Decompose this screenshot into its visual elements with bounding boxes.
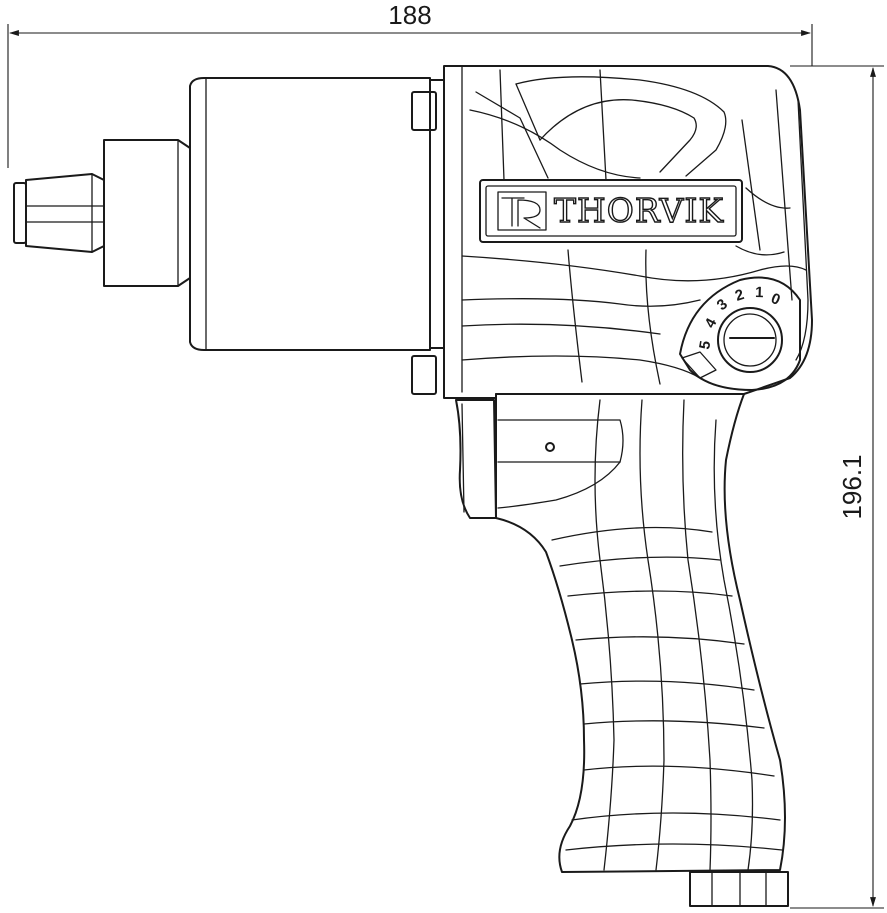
- regulator-mark-5: 5: [696, 340, 714, 351]
- brand-plate: THORVIK: [479, 179, 743, 243]
- regulator-mark-0: 0: [769, 290, 783, 309]
- power-regulator: 5 4 3 2 1 0: [679, 276, 801, 391]
- width-dimension-label: 188: [388, 0, 431, 30]
- motor-housing: [443, 65, 813, 399]
- square-drive-anvil: [13, 139, 191, 287]
- case-bolt-top: [411, 91, 437, 131]
- height-dimension-label: 196.1: [837, 454, 867, 519]
- height-dimension: 196.1: [790, 65, 884, 909]
- regulator-knob[interactable]: [717, 307, 783, 373]
- pistol-grip: [495, 393, 786, 873]
- hammer-case: [189, 77, 445, 395]
- regulator-mark-2: 2: [733, 286, 746, 305]
- regulator-mark-4: 4: [702, 315, 721, 331]
- trigger[interactable]: [455, 399, 497, 519]
- brand-logo-mark: [497, 191, 547, 231]
- trigger-pin: [545, 442, 555, 452]
- brand-name: THORVIK: [554, 191, 724, 230]
- brand-plate-frame: [479, 179, 743, 243]
- case-bolt-bottom: [411, 355, 437, 395]
- air-inlet-fitting: [689, 871, 789, 907]
- regulator-mark-1: 1: [755, 284, 764, 301]
- regulator-mark-3: 3: [714, 296, 731, 314]
- width-dimension: 188: [7, 0, 813, 168]
